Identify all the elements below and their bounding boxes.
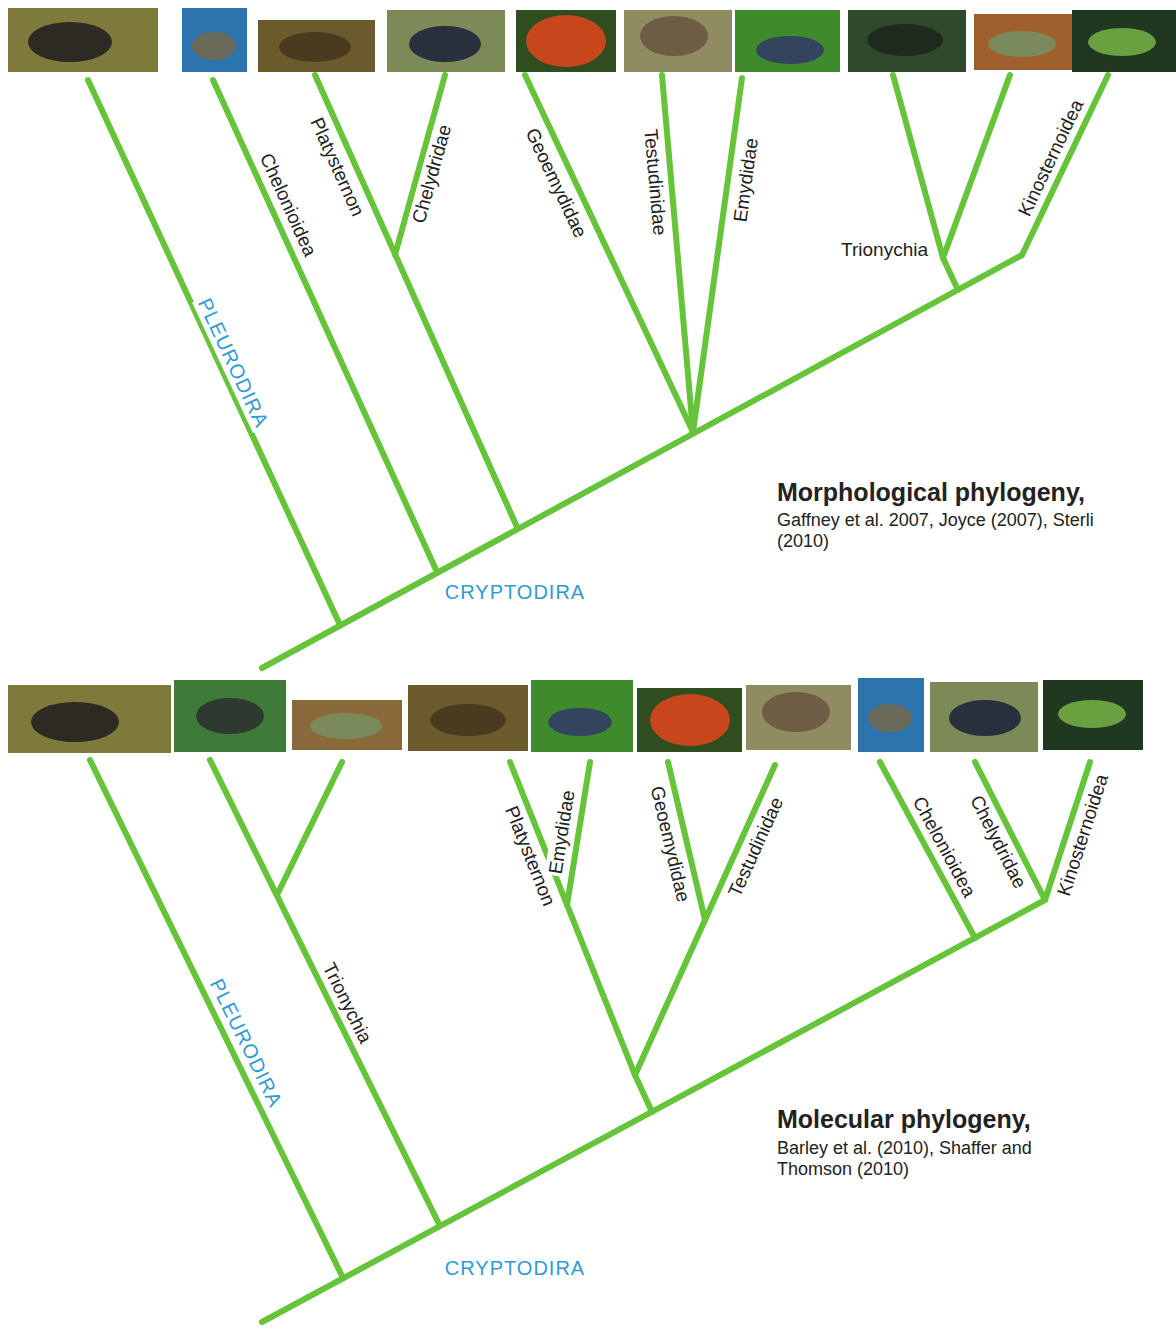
- clade-label: PLEURODIRA: [204, 973, 288, 1113]
- turtle-shell: [756, 36, 824, 64]
- turtle-photo: [174, 680, 286, 752]
- tree-branch: [210, 760, 440, 1226]
- photo-row: [8, 8, 1176, 753]
- turtle-shell: [988, 31, 1056, 57]
- tree-branch: [525, 75, 693, 432]
- tree-branch: [90, 760, 343, 1278]
- taxon-label: Geoemydidae: [520, 123, 592, 243]
- turtle-photo: [930, 682, 1038, 752]
- panel-title: Molecular phylogeny,: [775, 1105, 1033, 1134]
- turtle-shell: [310, 713, 382, 739]
- turtle-photo: [182, 8, 247, 72]
- turtle-shell: [650, 694, 730, 746]
- taxon-label: Testudinidae: [639, 126, 670, 238]
- taxon-label: Chelydridae: [964, 790, 1031, 894]
- turtle-photo: [258, 20, 375, 72]
- turtle-photo: [624, 10, 732, 72]
- turtle-shell: [28, 22, 112, 62]
- citation: Barley et al. (2010), Shaffer and Thomso…: [775, 1138, 1099, 1179]
- turtle-shell: [1088, 28, 1156, 56]
- tree-branch: [277, 762, 342, 895]
- taxon-label: Kinosternoidea: [1052, 769, 1113, 900]
- turtle-shell: [192, 32, 236, 60]
- turtle-shell: [867, 24, 943, 56]
- turtle-photo: [531, 680, 633, 752]
- turtle-shell: [526, 15, 606, 67]
- turtle-photo: [8, 685, 171, 753]
- turtle-photo: [387, 10, 505, 72]
- turtle-photo: [408, 685, 528, 751]
- taxon-label: Emydidae: [729, 135, 763, 226]
- turtle-photo: [848, 10, 966, 72]
- tree-branch: [943, 258, 958, 290]
- turtle-shell: [430, 704, 506, 736]
- turtle-shell: [31, 702, 119, 742]
- tree-branch: [213, 80, 437, 572]
- tree-branch: [510, 762, 635, 1075]
- turtle-photo: [1043, 680, 1143, 750]
- turtle-photo: [858, 678, 924, 752]
- turtle-shell: [196, 698, 264, 734]
- tree-branch: [262, 900, 1045, 1322]
- taxon-label: Platysternon: [305, 113, 370, 222]
- turtle-shell: [762, 692, 830, 732]
- turtle-photo: [1072, 10, 1176, 72]
- taxon-label: Testudinidae: [723, 792, 788, 902]
- turtle-photo: [974, 14, 1072, 70]
- taxon-label: Trionychia: [317, 957, 377, 1048]
- turtle-photo: [292, 700, 402, 750]
- taxon-label: Trionychia: [839, 239, 930, 261]
- turtle-shell: [409, 26, 481, 62]
- tree-branch: [943, 75, 1010, 258]
- tree-branch: [315, 75, 517, 527]
- taxon-label: Chelonioidea: [254, 148, 322, 262]
- tree-branch: [693, 78, 742, 432]
- panel-title: Morphological phylogeny,: [775, 478, 1087, 507]
- tree-branch: [662, 75, 693, 432]
- taxon-label: Emydidae: [544, 787, 579, 878]
- taxon-label: Geoemydidae: [645, 782, 694, 906]
- turtle-shell: [640, 16, 708, 56]
- tree-branch: [88, 80, 340, 625]
- citation: Gaffney et al. 2007, Joyce (2007), Sterl…: [775, 510, 1099, 551]
- clade-label: CRYPTODIRA: [443, 1257, 587, 1280]
- tree-branch: [880, 762, 975, 938]
- tree-branch: [893, 75, 943, 258]
- turtle-shell: [949, 700, 1021, 736]
- turtle-photo: [8, 8, 158, 72]
- turtle-photo: [735, 10, 840, 72]
- turtle-shell: [279, 32, 351, 62]
- clade-label: CRYPTODIRA: [443, 581, 587, 604]
- turtle-photo: [746, 685, 851, 750]
- turtle-shell: [1058, 700, 1126, 728]
- taxon-label: Chelydridae: [407, 120, 456, 227]
- clade-label: PLEURODIRA: [192, 293, 274, 433]
- tree-branch: [635, 1075, 652, 1112]
- taxon-label: Kinosternoidea: [1013, 94, 1089, 221]
- turtle-photo: [516, 10, 616, 72]
- turtle-photo: [637, 688, 742, 752]
- turtle-shell: [868, 704, 912, 732]
- tree-branches: [88, 75, 1108, 1322]
- turtle-shell: [548, 708, 612, 736]
